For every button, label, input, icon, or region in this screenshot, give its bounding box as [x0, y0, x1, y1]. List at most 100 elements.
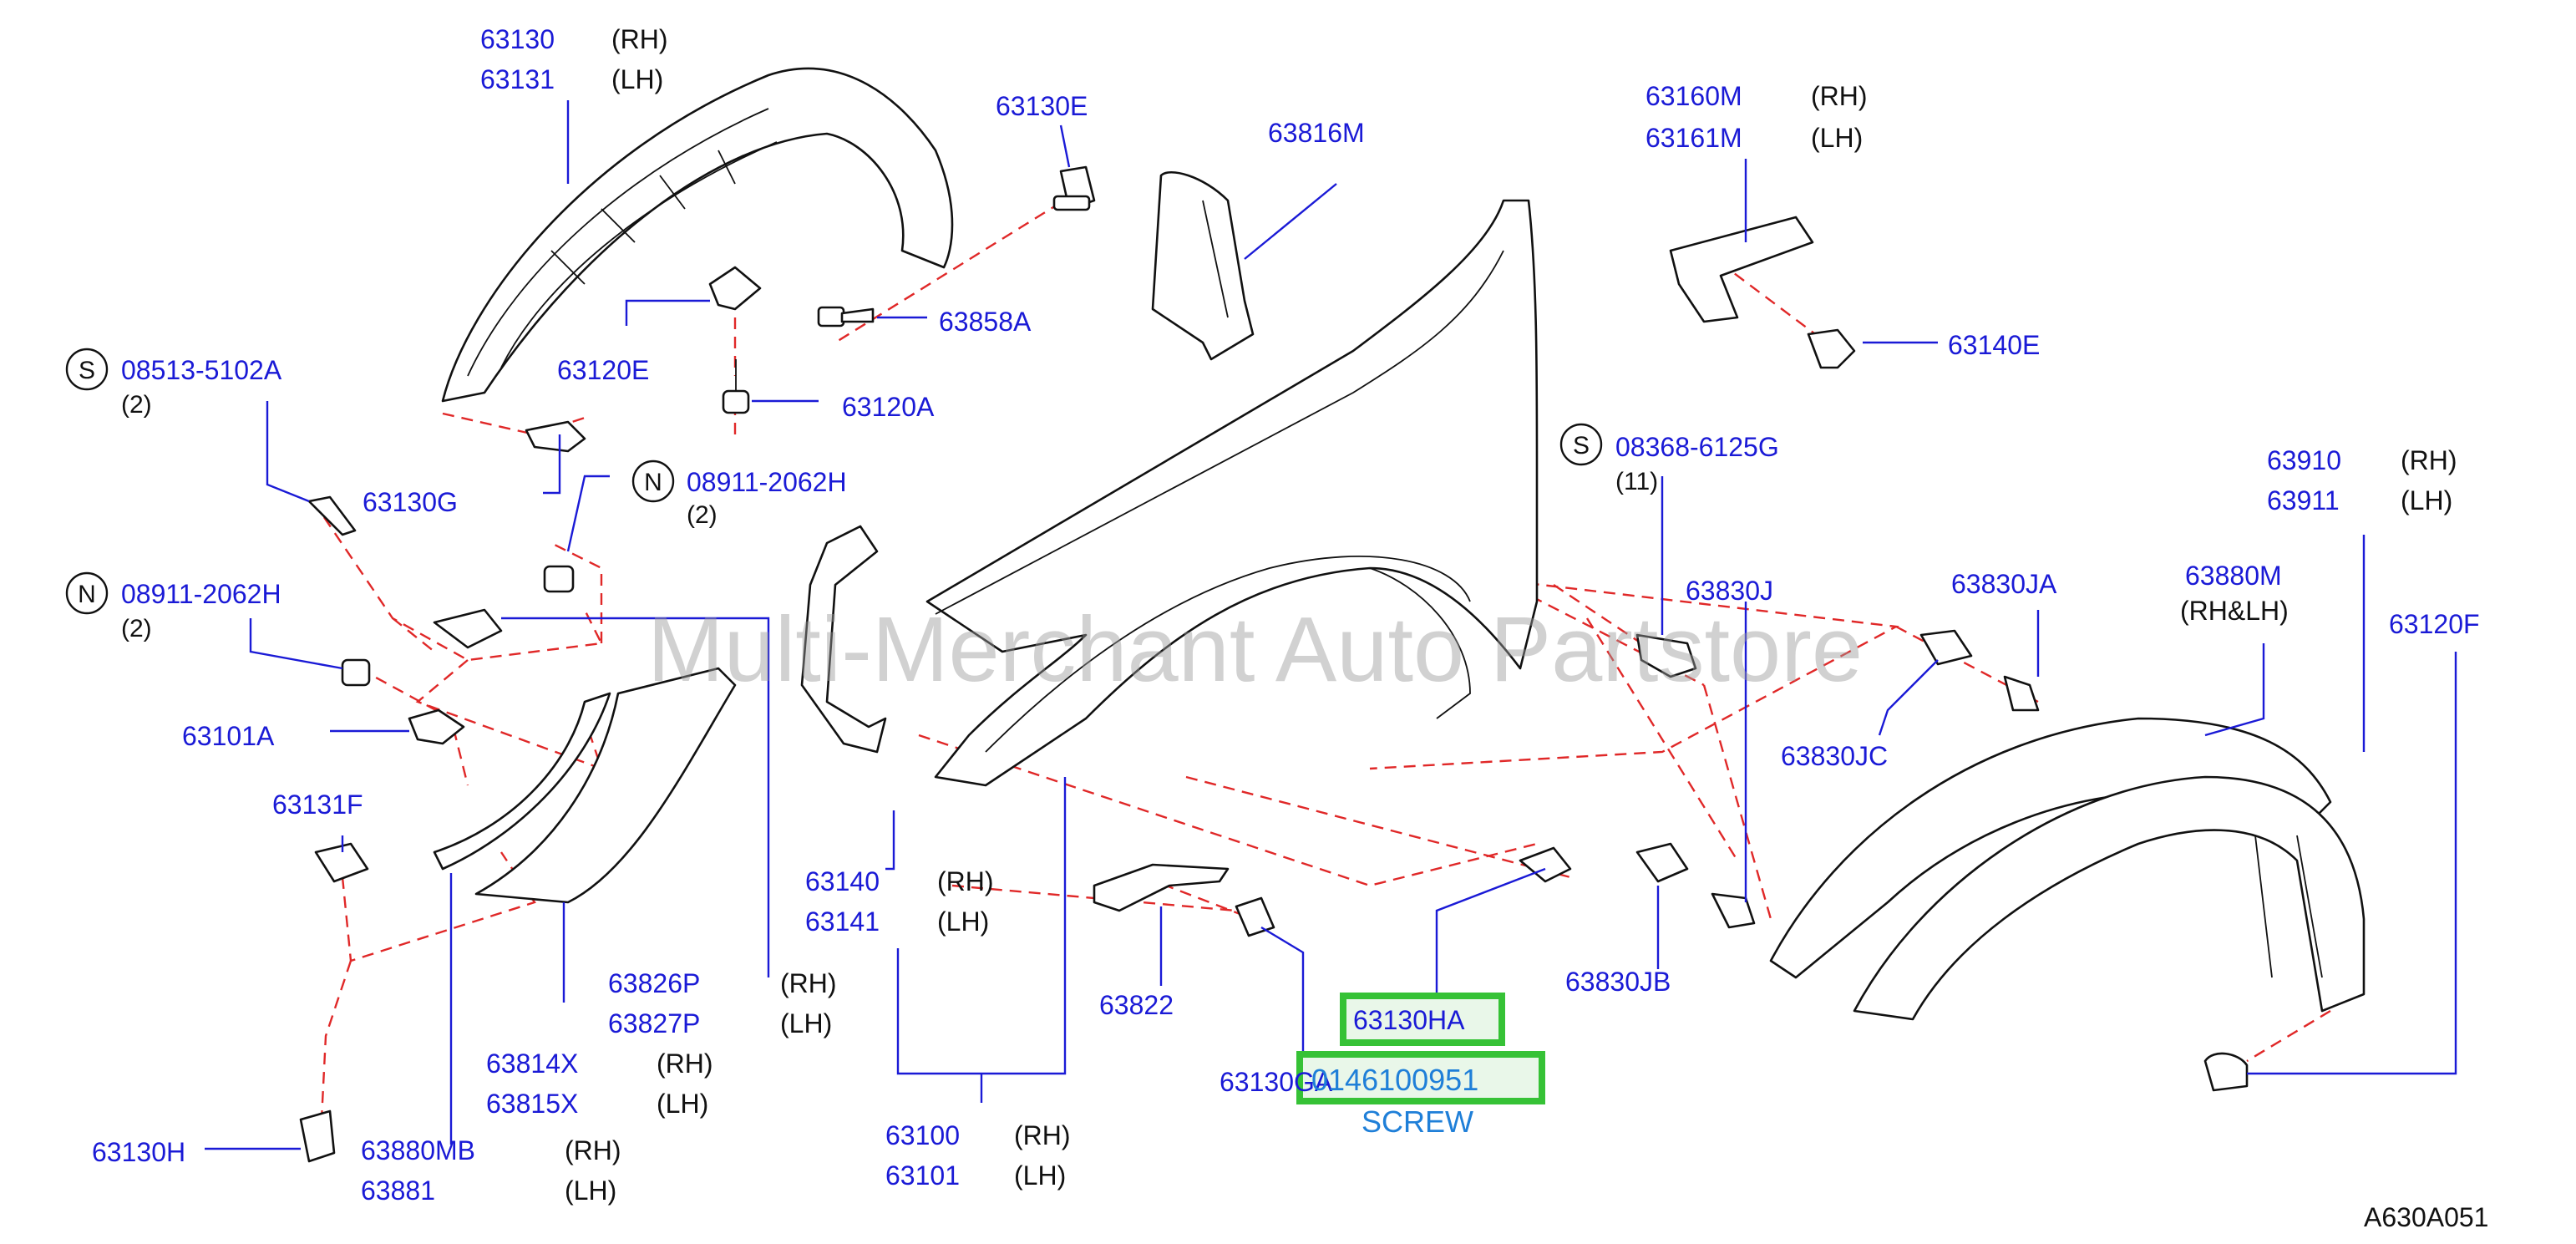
label-lh: (LH) — [1014, 1160, 1066, 1191]
label-screw: SCREW — [1362, 1104, 1473, 1139]
label-qty: (11) — [1615, 468, 1658, 495]
watermark-text: Multi-Merchant Auto Partstore — [647, 598, 1863, 701]
label-rh: (RH) — [1014, 1120, 1071, 1150]
clip-63830ja — [2003, 675, 2040, 712]
label-63120f: 63120F — [2389, 609, 2480, 639]
svg-text:N: N — [644, 469, 662, 496]
diagram-reference: A630A051 — [2364, 1202, 2488, 1232]
label-63131f: 63131F — [272, 790, 363, 820]
inner-fender-upper — [441, 67, 954, 403]
circled-s-1: S — [65, 348, 109, 391]
label-63101a: 63101A — [182, 721, 275, 751]
label-lh: (LH) — [611, 64, 663, 94]
label-63120a: 63120A — [842, 392, 935, 422]
svg-text:N: N — [78, 581, 96, 608]
highlight-63130ha[interactable] — [1340, 993, 1505, 1046]
clip-63140e — [1807, 328, 1856, 369]
label-63830jc: 63830JC — [1781, 741, 1888, 771]
clip-63130h — [299, 1109, 336, 1163]
svg-text:S: S — [79, 357, 95, 384]
label-63130: 63130 — [480, 24, 555, 54]
bracket-63160m — [1669, 216, 1814, 323]
screw-08513 — [307, 495, 357, 536]
front-fender-63100 — [925, 199, 1539, 787]
label-63814x: 63814X — [486, 1049, 578, 1079]
circled-n-1: N — [631, 460, 675, 503]
label-rh: (RH) — [565, 1135, 621, 1165]
label-rh: (RH) — [937, 866, 994, 896]
label-63816m: 63816M — [1268, 118, 1365, 148]
label-qty: (2) — [687, 501, 718, 529]
label-rh: (RH) — [657, 1049, 713, 1079]
clip-63830jb — [1635, 842, 1689, 883]
bracket-63822 — [1093, 863, 1230, 912]
label-qty: (2) — [121, 391, 152, 419]
label-63827p: 63827P — [608, 1008, 700, 1038]
label-63100: 63100 — [885, 1120, 960, 1150]
splash-shield-63816m — [1151, 171, 1255, 361]
label-63160m: 63160M — [1645, 81, 1742, 111]
screw-63120a — [722, 359, 750, 414]
label-lh: (LH) — [565, 1175, 616, 1206]
label-63120e: 63120E — [557, 355, 649, 385]
label-63141: 63141 — [805, 906, 880, 937]
label-08911-2062h: 08911-2062H — [121, 579, 281, 609]
label-63130ga: 63130GA — [1220, 1067, 1333, 1097]
screw-63130ha — [1519, 846, 1572, 883]
clip-63120f — [2203, 1052, 2249, 1092]
label-63826p: 63826P — [608, 968, 700, 998]
label-rh: (RH) — [611, 24, 668, 54]
clip-63130e — [1052, 165, 1096, 211]
screw-08368 — [1635, 633, 1697, 678]
label-63880m: 63880M — [2185, 561, 2282, 591]
leader-lines — [205, 100, 2457, 1150]
label-63830j: 63830J — [1686, 576, 1773, 606]
label-63815x: 63815X — [486, 1089, 578, 1119]
label-oem-number: 0146100951 — [1311, 1063, 1478, 1097]
wheel-arch-63880m — [1769, 717, 2366, 1021]
label-63911: 63911 — [2267, 485, 2340, 515]
label-rh: (RH) — [2401, 445, 2457, 475]
label-63140e: 63140E — [1948, 330, 2040, 360]
highlight-oem-number[interactable] — [1296, 1051, 1545, 1104]
bracket-clip — [433, 608, 503, 649]
label-63161m: 63161M — [1645, 123, 1742, 153]
clip-63830j — [1711, 892, 1756, 929]
label-63101: 63101 — [885, 1160, 960, 1191]
circled-n-2: N — [65, 571, 109, 615]
nut-08911b — [341, 658, 371, 687]
label-lh: (LH) — [657, 1089, 708, 1119]
label-rh-lh: (RH&LH) — [2180, 596, 2289, 626]
label-63910: 63910 — [2267, 445, 2341, 475]
label-63131: 63131 — [480, 64, 555, 94]
label-lh: (LH) — [937, 906, 989, 937]
label-63822: 63822 — [1099, 990, 1174, 1020]
clip-63830jc — [1919, 629, 1973, 666]
clip-63130g — [525, 420, 586, 453]
label-rh: (RH) — [1811, 81, 1868, 111]
label-63881: 63881 — [361, 1175, 435, 1206]
label-63130h: 63130H — [92, 1137, 185, 1167]
label-08513-5102a: 08513-5102A — [121, 355, 282, 385]
nut-08911a — [543, 565, 575, 593]
mud-guard-63826p — [433, 667, 737, 904]
label-63130ha: 63130HA — [1353, 1005, 1465, 1035]
label-lh: (LH) — [780, 1008, 832, 1038]
label-63830jb: 63830JB — [1565, 967, 1671, 997]
svg-text:S: S — [1573, 432, 1590, 460]
label-63830ja: 63830JA — [1951, 569, 2057, 599]
label-lh: (LH) — [2401, 485, 2452, 515]
label-rh: (RH) — [780, 968, 837, 998]
bracket-63140 — [800, 525, 887, 754]
label-lh: (LH) — [1811, 123, 1863, 153]
label-qty: (2) — [121, 615, 152, 642]
label-63880mb: 63880MB — [361, 1135, 475, 1165]
label-63130e: 63130E — [996, 91, 1088, 121]
clip-63131f — [314, 842, 369, 883]
label-63130g: 63130G — [363, 487, 458, 517]
label-63140: 63140 — [805, 866, 880, 896]
circled-s-2: S — [1559, 423, 1603, 466]
part-labels: 63130 63131 (RH) (LH) 63130E 63816M 6316… — [92, 24, 2488, 1232]
screw-63858a — [817, 306, 875, 328]
